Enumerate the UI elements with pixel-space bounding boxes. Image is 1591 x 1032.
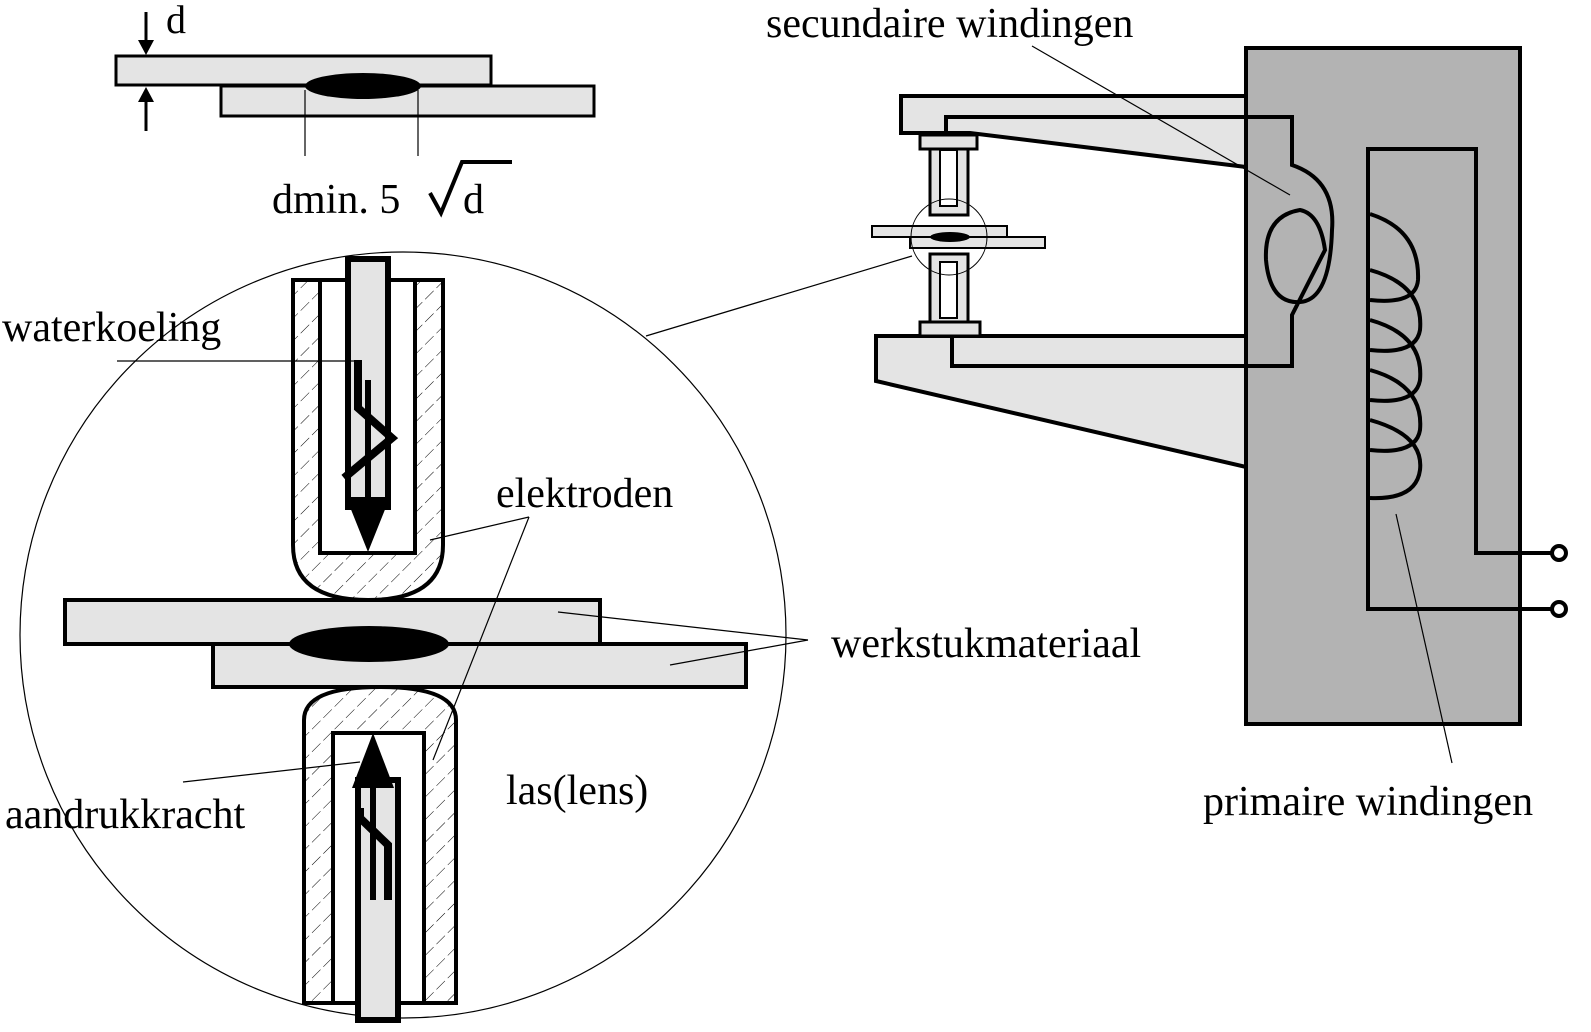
secondary-windings-label: secundaire windingen <box>766 1 1133 47</box>
electrodes-label: elektroden <box>496 471 673 517</box>
primary-windings-label: primaire windingen <box>1203 779 1533 825</box>
upper-electrode <box>291 256 445 603</box>
terminal-bottom <box>1550 600 1568 618</box>
primary-coil <box>1366 147 1555 611</box>
min-diameter-label: dmin. 5 <box>272 177 400 223</box>
thickness-label: d <box>166 0 186 42</box>
small-weld-nugget <box>305 73 421 99</box>
root-symbol <box>428 160 512 218</box>
weld-nugget-label: las(lens) <box>506 768 648 814</box>
welding-machine: secundaire windingen primaire windingen <box>766 1 1568 825</box>
terminal-top <box>1550 544 1568 562</box>
lower-electrode <box>302 684 458 1023</box>
root-argument: d <box>463 177 484 223</box>
magnified-detail: waterkoeling elektroden werkstukmateriaa… <box>2 251 1141 1023</box>
lower-workpiece-plate <box>211 642 748 689</box>
secondary-conductor <box>944 115 1335 368</box>
upper-arm <box>899 94 1248 170</box>
pressing-force-label: aandrukkracht <box>5 792 246 838</box>
workpiece-label: werkstukmateriaal <box>831 621 1141 667</box>
upper-sheet <box>114 54 493 87</box>
lower-arm <box>874 334 1248 470</box>
thickness-arrows <box>138 12 154 131</box>
weld-nugget <box>289 626 449 662</box>
detail-circle <box>19 251 787 1019</box>
leader-lines <box>117 255 913 783</box>
cooling-label: waterkoeling <box>2 305 221 351</box>
mini-weld-area <box>871 133 1046 338</box>
lap-joint-sketch: d dmin. 5 d <box>114 0 596 223</box>
